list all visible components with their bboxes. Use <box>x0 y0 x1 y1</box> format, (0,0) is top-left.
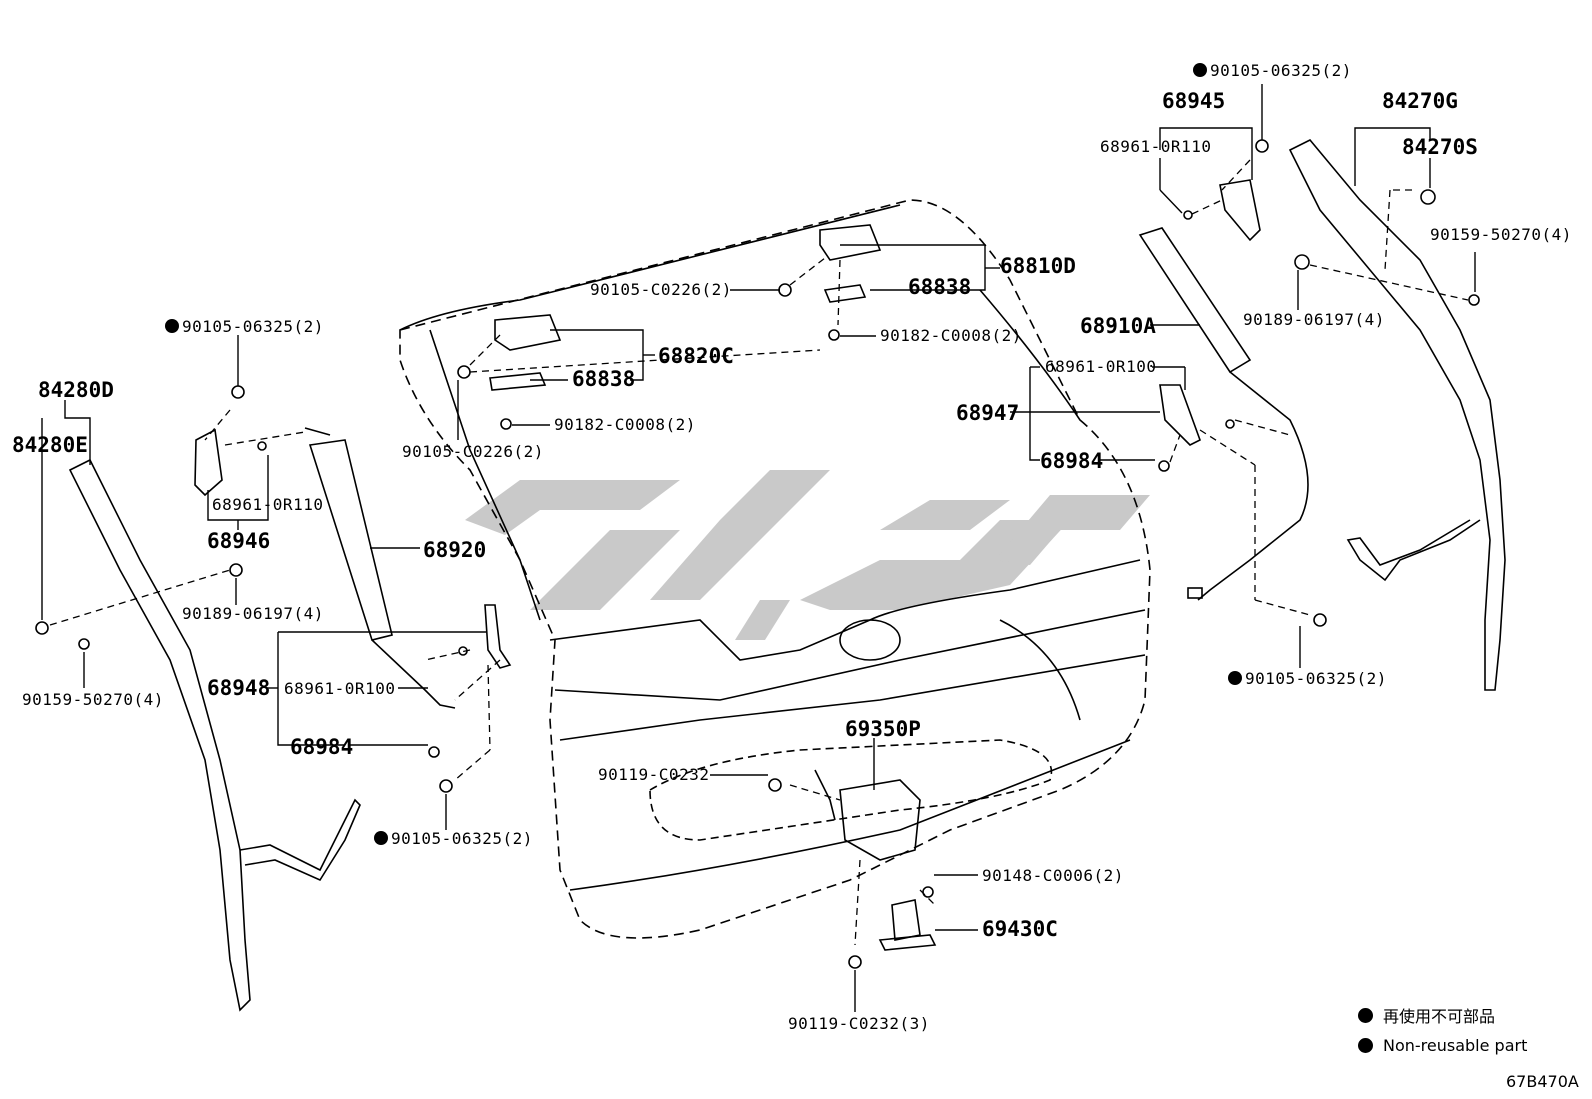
watermark-logo <box>465 470 1150 640</box>
non-reusable-dot-icon <box>1358 1007 1373 1023</box>
hinge-68810d <box>819 224 882 261</box>
weatherstrip-84280d <box>68 458 251 1012</box>
bracket-68947 <box>1159 384 1201 446</box>
legend-row-english: Non-reusable part <box>1358 1030 1527 1060</box>
label-68945: 68945 <box>1162 89 1226 113</box>
label-68946: 68946 <box>207 529 271 553</box>
label-69350p: 69350P <box>845 717 921 741</box>
label-68838-top: 68838 <box>908 275 972 299</box>
leader-lines <box>41 84 1476 1012</box>
label-68947: 68947 <box>956 401 1020 425</box>
label-68838-left: 68838 <box>572 367 636 391</box>
strut-68910a <box>1138 227 1252 374</box>
label-68961-0r110-right: 68961-0R110 <box>1100 137 1212 156</box>
label-90119-c0232-3: 90119-C0232(3) <box>788 1014 930 1033</box>
label-68984-right: 68984 <box>1040 449 1104 473</box>
label-68810d: 68810D <box>1000 254 1076 278</box>
label-84280d: 84280D <box>38 378 114 402</box>
label-68820c: 68820C <box>658 344 734 368</box>
bracket-68945 <box>1219 179 1261 242</box>
legend-japanese-text: 再使用不可部品 <box>1383 1007 1496 1026</box>
figure-code: 67B470A <box>1506 1072 1579 1091</box>
label-90105-06325-top: 90105-06325(2) <box>1193 62 1352 80</box>
label-68961-0r100-left: 68961-0R100 <box>284 679 396 698</box>
label-68948: 68948 <box>207 676 271 700</box>
emblem <box>839 619 901 661</box>
label-68920: 68920 <box>423 538 487 562</box>
label-68961-0r110-left: 68961-0R110 <box>212 495 324 514</box>
label-90105-c0226-left: 90105-C0226(2) <box>402 442 544 461</box>
non-reusable-dot-icon <box>1358 1037 1373 1053</box>
label-90182-c0008-right: 90182-C0008(2) <box>880 326 1022 345</box>
label-90159-50270-right: 90159-50270(4) <box>1430 225 1572 244</box>
label-90148-c0006: 90148-C0006(2) <box>982 866 1124 885</box>
line-art <box>35 139 1506 1012</box>
label-90189-06197-right: 90189-06197(4) <box>1243 310 1385 329</box>
hinge-68820c <box>494 314 562 351</box>
label-90189-06197-left: 90189-06197(4) <box>182 604 324 623</box>
back-door-outline <box>399 199 1151 939</box>
label-90105-06325-left-top: 90105-06325(2) <box>165 318 324 336</box>
strut-68920 <box>308 439 393 641</box>
label-68961-0r100-right: 68961-0R100 <box>1045 357 1157 376</box>
legend: 再使用不可部品 Non-reusable part <box>1358 1000 1527 1060</box>
label-84270s: 84270S <box>1402 135 1478 159</box>
bracket-68948 <box>484 604 512 669</box>
bracket-68946 <box>194 428 223 497</box>
label-90119-c0232: 90119-C0232 <box>598 765 710 784</box>
label-69430c: 69430C <box>982 917 1058 941</box>
legend-english-text: Non-reusable part <box>1383 1035 1528 1055</box>
legend-row-japanese: 再使用不可部品 <box>1358 1000 1527 1030</box>
lock-69350p <box>839 779 921 861</box>
label-68910a: 68910A <box>1080 314 1156 338</box>
label-84280e: 84280E <box>12 433 88 457</box>
label-90105-c0226-top: 90105-C0226(2) <box>590 280 732 299</box>
label-90105-06325-right-bottom: 90105-06325(2) <box>1228 670 1387 688</box>
weatherstrip-84270g <box>1288 139 1506 691</box>
label-90105-06325-bottom-left: 90105-06325(2) <box>374 830 533 848</box>
label-68984-left: 68984 <box>290 735 354 759</box>
label-84270g: 84270G <box>1382 89 1458 113</box>
label-90159-50270-left: 90159-50270(4) <box>22 690 164 709</box>
label-90182-c0008-left: 90182-C0008(2) <box>554 415 696 434</box>
